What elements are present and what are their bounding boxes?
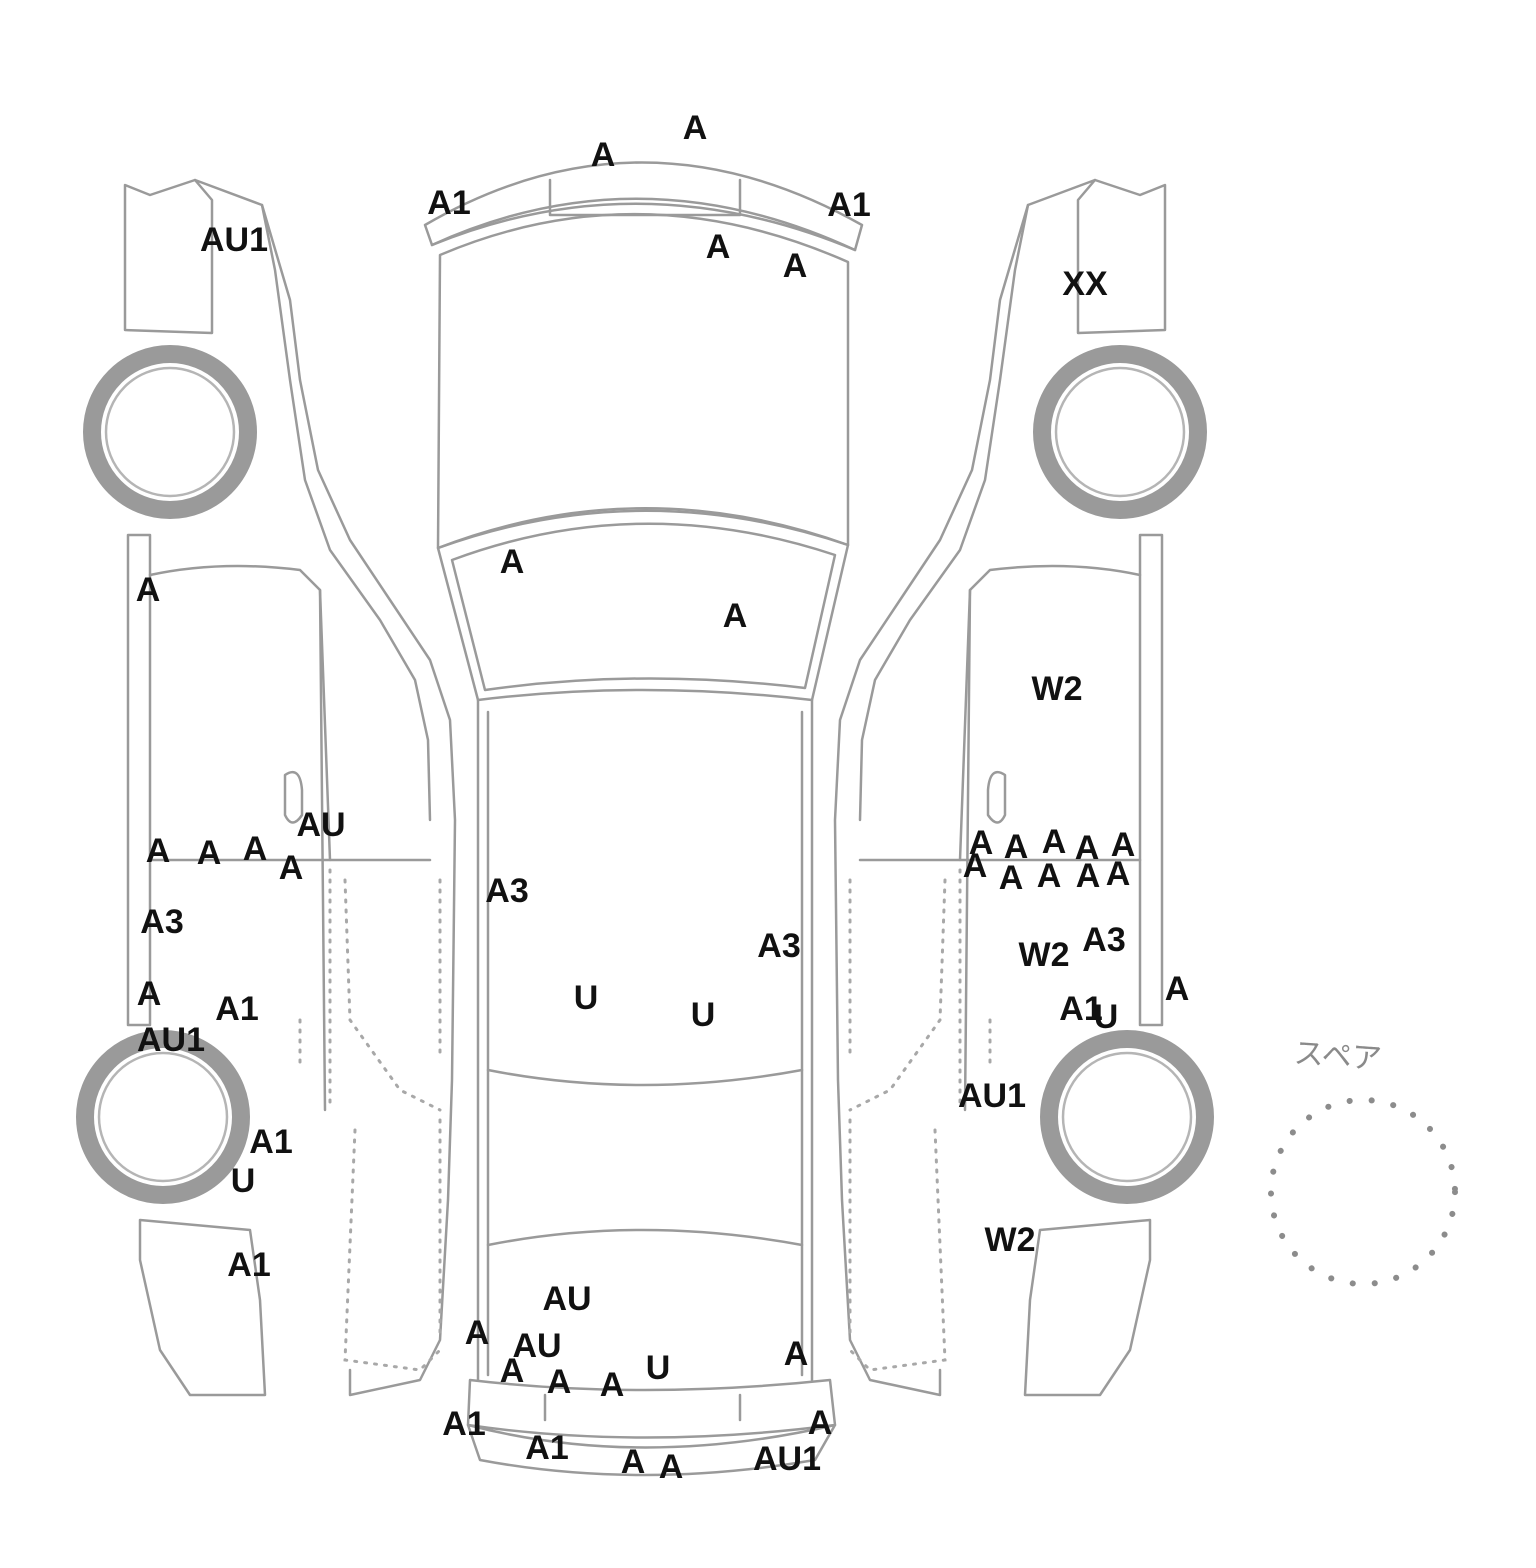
damage-mark: U	[230, 1162, 256, 1200]
damage-mark: AU	[296, 806, 346, 844]
damage-mark: A1	[427, 184, 471, 222]
damage-mark: A3	[140, 903, 184, 941]
damage-mark: A	[499, 1352, 525, 1390]
damage-mark: A1	[227, 1246, 271, 1284]
damage-mark: A1	[525, 1429, 569, 1467]
damage-mark: A	[145, 832, 171, 870]
damage-mark: A1	[215, 990, 259, 1028]
damage-mark: A	[705, 228, 731, 266]
damage-mark: A	[1036, 857, 1062, 895]
damage-mark: A	[599, 1366, 625, 1404]
damage-mark: W2	[984, 1221, 1036, 1259]
damage-mark: A	[968, 824, 994, 862]
left-side-view	[76, 178, 457, 1397]
damage-mark: AU	[542, 1280, 592, 1318]
damage-mark: A1	[442, 1405, 486, 1443]
damage-mark: AU1	[136, 1021, 206, 1059]
damage-mark: XX	[1062, 265, 1108, 303]
damage-mark: A	[590, 136, 616, 174]
damage-mark: W2	[1018, 936, 1070, 974]
damage-mark: A	[1041, 823, 1067, 861]
damage-mark: A3	[485, 872, 529, 910]
damage-mark: A	[1003, 828, 1029, 866]
spare-tire	[1268, 1097, 1458, 1287]
damage-mark: A	[196, 834, 222, 872]
damage-mark: A	[782, 247, 808, 285]
damage-mark: A	[546, 1363, 572, 1401]
damage-mark: A	[1105, 855, 1131, 893]
damage-mark: U	[645, 1349, 671, 1387]
damage-mark: AU1	[752, 1440, 822, 1478]
damage-mark: U	[573, 979, 599, 1017]
damage-mark: A	[1110, 826, 1136, 864]
damage-mark: A	[807, 1404, 833, 1442]
damage-mark: AU	[512, 1327, 562, 1365]
damage-mark: A3	[757, 927, 801, 965]
damage-mark: A	[682, 109, 708, 147]
damage-mark: A	[1074, 829, 1100, 867]
damage-mark: W2	[1031, 670, 1083, 708]
damage-mark: A	[135, 571, 161, 609]
damage-mark: A	[620, 1443, 646, 1481]
damage-mark: A1	[827, 186, 871, 224]
damage-mark: A1	[249, 1123, 293, 1161]
damage-mark: U	[1093, 998, 1119, 1036]
damage-mark: A	[499, 543, 525, 581]
damage-mark: A	[998, 859, 1024, 897]
damage-mark: A1	[1059, 990, 1103, 1028]
damage-mark: U	[690, 996, 716, 1034]
damage-mark: A	[658, 1448, 684, 1486]
damage-mark: AU1	[957, 1077, 1027, 1115]
damage-mark: A	[962, 847, 988, 885]
damage-mark: A	[136, 975, 162, 1013]
right-side-view	[833, 178, 1214, 1397]
damage-mark: AU1	[199, 221, 269, 259]
damage-mark: A	[783, 1335, 809, 1373]
damage-mark: A	[464, 1314, 490, 1352]
damage-mark: A	[1164, 970, 1190, 1008]
damage-mark: A	[1075, 857, 1101, 895]
damage-mark: A	[278, 849, 304, 887]
spare-tire-label: スペア	[1292, 1035, 1383, 1078]
damage-mark: A	[722, 597, 748, 635]
damage-mark: A	[242, 830, 268, 868]
damage-mark: A3	[1082, 921, 1126, 959]
top-view	[423, 161, 864, 1477]
